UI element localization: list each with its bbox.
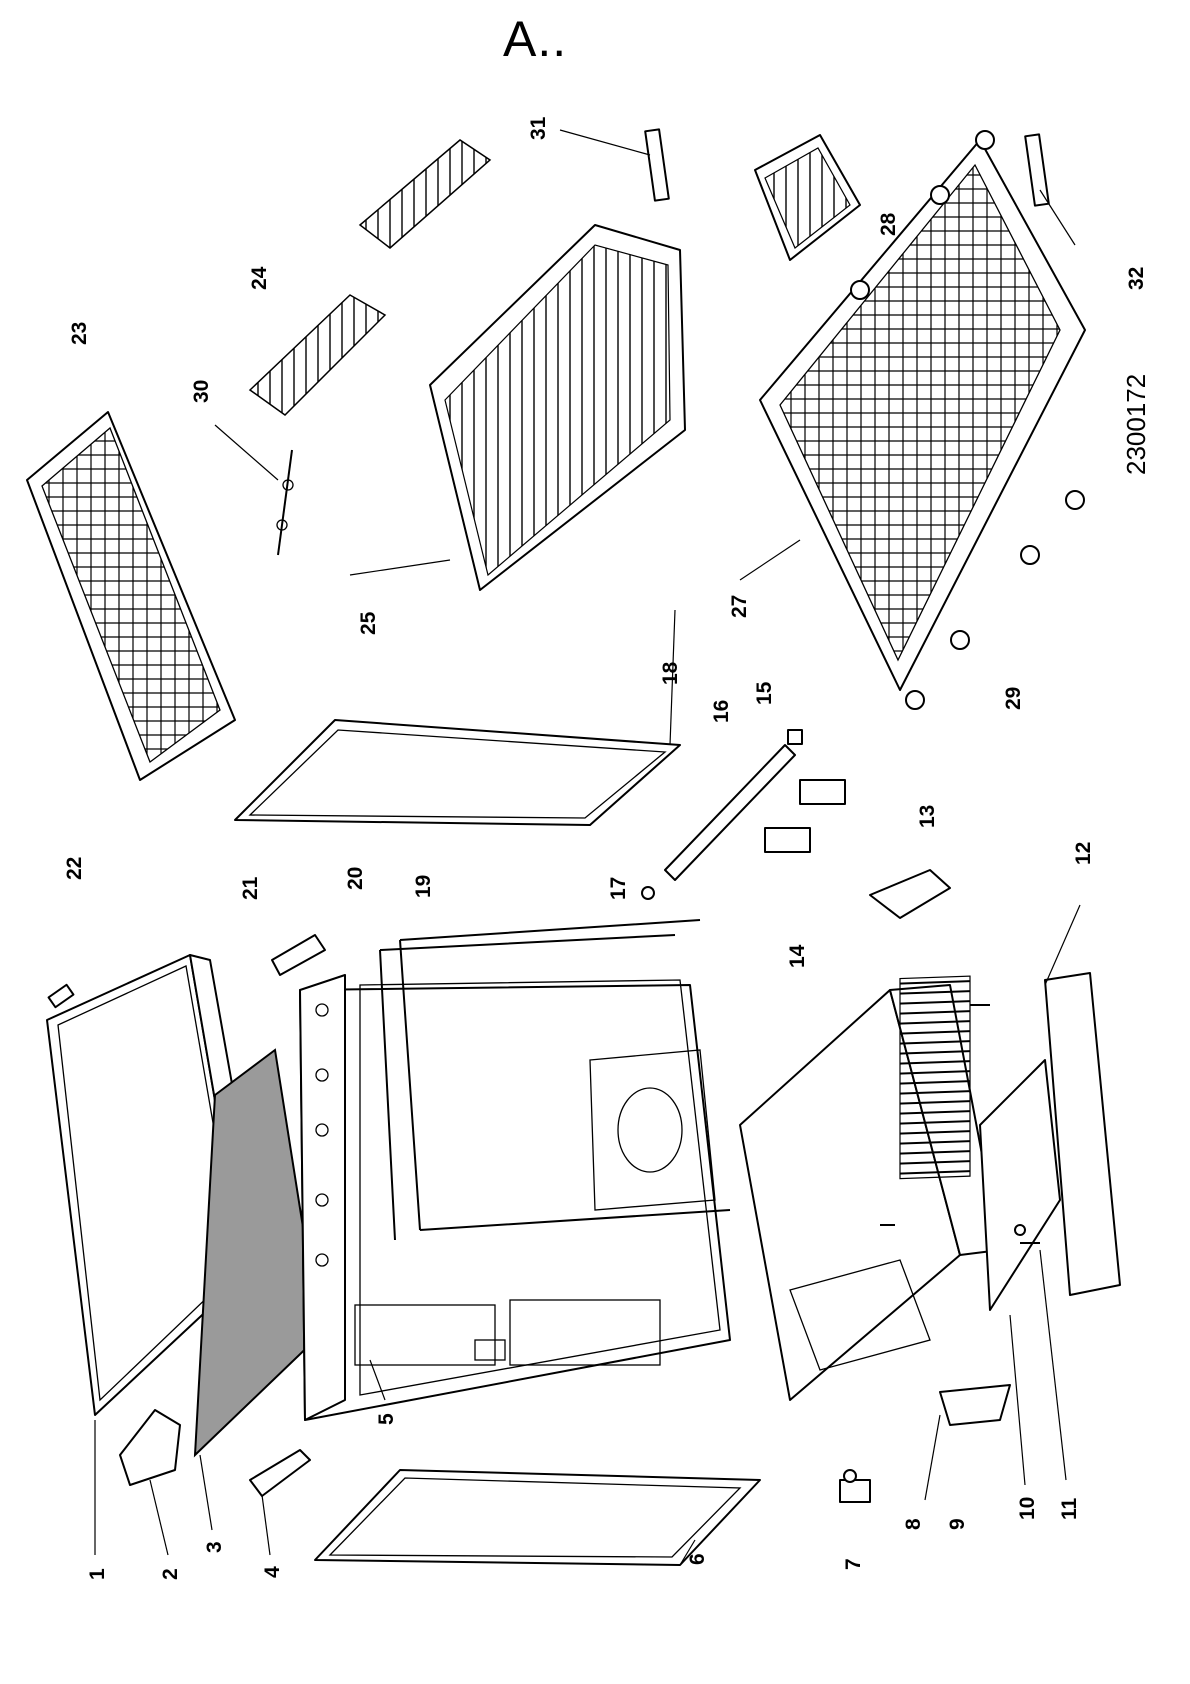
part-number-label: 20 xyxy=(344,867,367,890)
part-number-label: 5 xyxy=(375,1413,398,1425)
part-25-upper-basket xyxy=(429,224,686,591)
part-number-label: 17 xyxy=(607,877,630,900)
part-number-label: 32 xyxy=(1125,267,1148,290)
part-number-label: 4 xyxy=(261,1566,284,1578)
part-20-lower-rail xyxy=(379,934,676,1241)
part-number-label: 25 xyxy=(357,611,380,635)
part-4-hinge xyxy=(249,1449,311,1497)
part-6-side-panel xyxy=(314,1469,761,1566)
part-10-plinth xyxy=(979,1059,1061,1311)
part-number-label: 28 xyxy=(877,212,900,236)
part-5-tub-cabinet xyxy=(299,974,731,1421)
part-number-label: 15 xyxy=(753,681,776,705)
part-number-label: 7 xyxy=(842,1558,865,1570)
part-number-label: 21 xyxy=(239,876,262,900)
part-2-door-foot xyxy=(119,1409,181,1486)
reference-code: 2300172 xyxy=(1121,374,1151,475)
part-number-label: 12 xyxy=(1072,842,1095,865)
part-31-rail xyxy=(644,128,670,202)
part-11-screws xyxy=(880,1004,1040,1244)
part-number-label: 19 xyxy=(412,875,435,898)
part-number-label: 22 xyxy=(63,857,86,880)
part-18-top-cover xyxy=(234,719,681,826)
part-29-basket-wheels xyxy=(850,130,1085,710)
part-9-filter-cover xyxy=(939,1384,1011,1426)
page-title: A.. xyxy=(503,11,568,67)
leader-lines xyxy=(94,129,1081,1566)
part-13-bracket xyxy=(869,869,951,919)
part-12-kick-plate xyxy=(1044,972,1121,1296)
part-number-label: 8 xyxy=(902,1518,925,1530)
part-number-label: 9 xyxy=(946,1518,969,1530)
part-number-label: 24 xyxy=(248,266,271,290)
part-number-label: 31 xyxy=(527,116,550,140)
part-14-wheels xyxy=(764,779,846,853)
part-16-spray-tube xyxy=(664,744,796,881)
part-7-valve xyxy=(839,1469,871,1503)
part-number-label: 30 xyxy=(190,380,213,403)
part-19-upper-rail xyxy=(399,919,731,1231)
part-number-labels: 1 2 3 4 5 6 7 8 9 10 11 12 13 14 15 16 1… xyxy=(63,116,1148,1580)
part-22-clip xyxy=(47,983,75,1009)
part-number-label: 29 xyxy=(1002,687,1025,710)
part-27-lower-basket xyxy=(759,139,1086,691)
part-number-label: 23 xyxy=(68,322,91,345)
part-number-label: 3 xyxy=(203,1541,226,1553)
part-number-label: 14 xyxy=(786,944,809,968)
part-number-label: 1 xyxy=(86,1568,109,1580)
part-32-rail xyxy=(1024,133,1050,207)
part-number-label: 6 xyxy=(686,1553,709,1565)
part-number-label: 10 xyxy=(1016,1497,1039,1520)
part-number-label: 2 xyxy=(159,1568,182,1580)
part-30-axle xyxy=(276,449,294,556)
part-15-end-cap xyxy=(787,729,803,745)
part-28-cutlery-basket xyxy=(754,134,861,261)
part-number-label: 27 xyxy=(728,595,751,618)
part-24-cup-racks xyxy=(248,139,492,416)
part-number-label: 13 xyxy=(916,805,939,828)
part-number-label: 11 xyxy=(1058,1497,1081,1520)
part-23-cutlery-tray xyxy=(26,411,236,781)
part-number-label: 16 xyxy=(710,700,733,723)
part-21-latch xyxy=(271,934,326,976)
part-17-nozzle xyxy=(641,886,655,900)
part-number-label: 18 xyxy=(659,661,682,685)
part-8-base xyxy=(739,975,1001,1401)
